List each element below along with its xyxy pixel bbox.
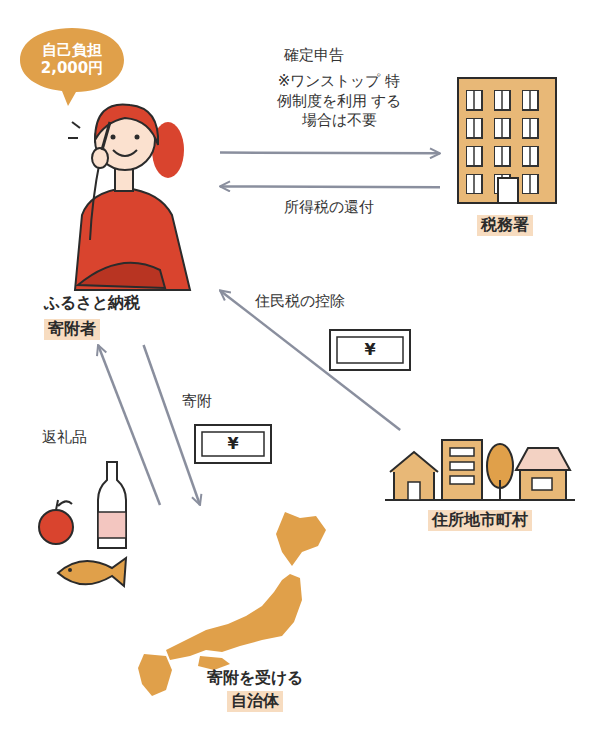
money-icon	[195, 330, 410, 463]
japan-map	[138, 512, 326, 696]
flow-arrow	[220, 151, 440, 154]
municipality-map-node: 寄附を受ける自治体	[130, 505, 380, 715]
edge-label: 所得税の還付	[282, 198, 376, 218]
highlighted-label: 寄附者	[44, 319, 100, 340]
edge-label: 住民税の控除	[253, 292, 347, 312]
office-node: 税務署	[440, 70, 570, 240]
node-label: 自己負担 2,000円	[27, 41, 117, 77]
note-text: ※ワンストップ 特例制度を利用 する場合は不要	[272, 72, 406, 131]
highlighted-label: 自治体	[227, 691, 283, 712]
flow-arrow	[220, 290, 400, 430]
node-label: ふるさと納税	[44, 293, 140, 314]
edge-label: 確定申告	[282, 46, 346, 66]
speech-bubble: 自己負担 2,000円	[16, 24, 128, 108]
woman-figure	[68, 104, 190, 290]
flow-arrow	[220, 185, 440, 188]
building-icon	[458, 78, 556, 203]
person-node: ふるさと納税寄附者	[38, 85, 220, 345]
town-icon	[385, 440, 575, 500]
highlighted-label: 税務署	[477, 215, 533, 236]
gift-icons	[39, 462, 126, 586]
edge-label: 返礼品	[40, 428, 89, 448]
municipality-node: 住所地市町村	[385, 430, 575, 540]
flow-arrow	[98, 345, 160, 505]
edge-label: 寄附	[180, 392, 214, 412]
highlighted-label: 住所地市町村	[428, 510, 532, 531]
node-label: 寄附を受ける	[207, 668, 303, 689]
currency-symbol: ¥	[227, 436, 238, 452]
currency-symbol: ¥	[364, 342, 375, 358]
